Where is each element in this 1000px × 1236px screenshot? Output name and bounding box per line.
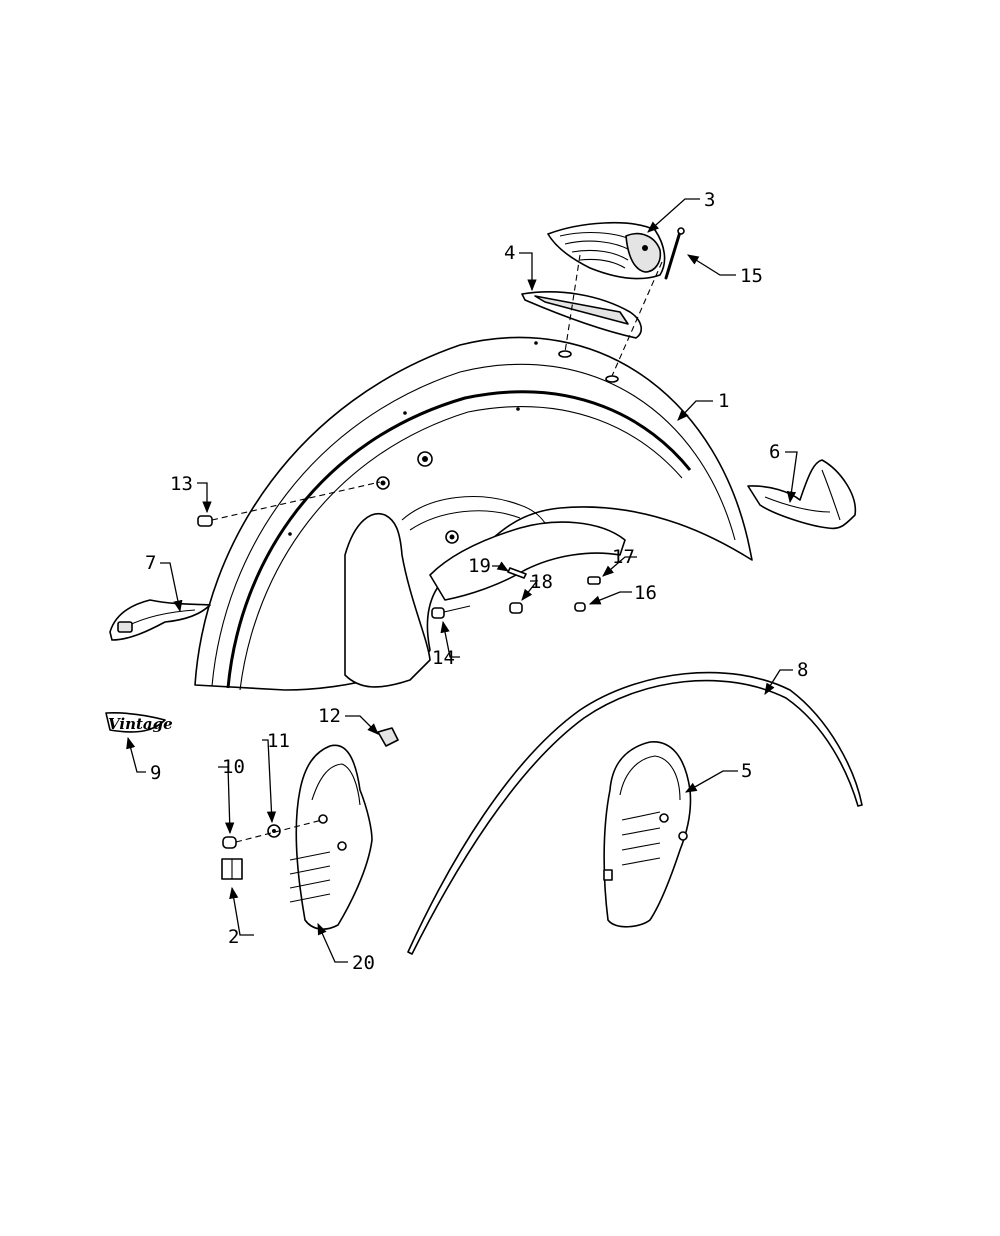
callout-2: 2 xyxy=(228,886,254,948)
badge-script-text: Vintage xyxy=(108,715,173,733)
callout-12: 12 xyxy=(318,705,379,735)
ornament-base-gasket xyxy=(521,291,643,339)
callout-label-1: 1 xyxy=(718,390,729,412)
callout-label-16: 16 xyxy=(634,582,657,604)
front-fender-tip-trim xyxy=(109,599,211,641)
callout-5: 5 xyxy=(684,760,752,793)
callout-15: 15 xyxy=(687,254,763,287)
callout-18: 18 xyxy=(521,571,553,601)
callout-label-17: 17 xyxy=(612,546,635,568)
callout-label-8: 8 xyxy=(797,659,808,681)
side-cover-left xyxy=(289,744,373,930)
callout-14: 14 xyxy=(432,620,460,669)
callout-label-2: 2 xyxy=(228,926,239,948)
callout-label-10: 10 xyxy=(222,756,245,778)
vintage-badge: Vintage xyxy=(105,712,173,733)
callout-label-12: 12 xyxy=(318,705,341,727)
callout-label-7: 7 xyxy=(145,552,156,574)
callout-label-20: 20 xyxy=(352,952,375,974)
assembly-lines xyxy=(211,254,663,843)
callout-16: 16 xyxy=(588,582,657,605)
callout-1: 1 xyxy=(677,390,729,421)
callout-label-4: 4 xyxy=(504,242,515,264)
callout-label-6: 6 xyxy=(769,441,780,463)
ornament-screw xyxy=(664,227,685,280)
side-cover-right xyxy=(603,741,692,928)
callout-11: 11 xyxy=(262,730,290,824)
fender-beading-strip xyxy=(407,671,863,955)
callout-3: 3 xyxy=(647,189,715,233)
callout-label-13: 13 xyxy=(170,473,193,495)
callout-label-3: 3 xyxy=(704,189,715,211)
callout-9: 9 xyxy=(126,736,161,784)
callout-label-18: 18 xyxy=(530,571,553,593)
callout-6: 6 xyxy=(769,441,798,504)
fender-ornament xyxy=(547,222,666,280)
front-fender xyxy=(194,336,753,691)
callout-19: 19 xyxy=(468,555,509,577)
callout-7: 7 xyxy=(145,552,183,613)
callout-20: 20 xyxy=(317,922,375,974)
callout-8: 8 xyxy=(764,659,808,695)
hardware-parts xyxy=(197,515,601,880)
callout-13: 13 xyxy=(170,473,212,514)
small-emblem xyxy=(377,727,399,747)
callout-label-19: 19 xyxy=(468,555,491,577)
callout-4: 4 xyxy=(504,242,537,292)
callout-label-14: 14 xyxy=(432,647,455,669)
fender-tip-trim xyxy=(747,459,857,530)
callout-17: 17 xyxy=(602,546,637,577)
callout-label-11: 11 xyxy=(267,730,290,752)
callout-label-15: 15 xyxy=(740,265,763,287)
callout-label-9: 9 xyxy=(150,762,161,784)
callout-label-5: 5 xyxy=(741,760,752,782)
callout-10: 10 xyxy=(218,756,245,835)
